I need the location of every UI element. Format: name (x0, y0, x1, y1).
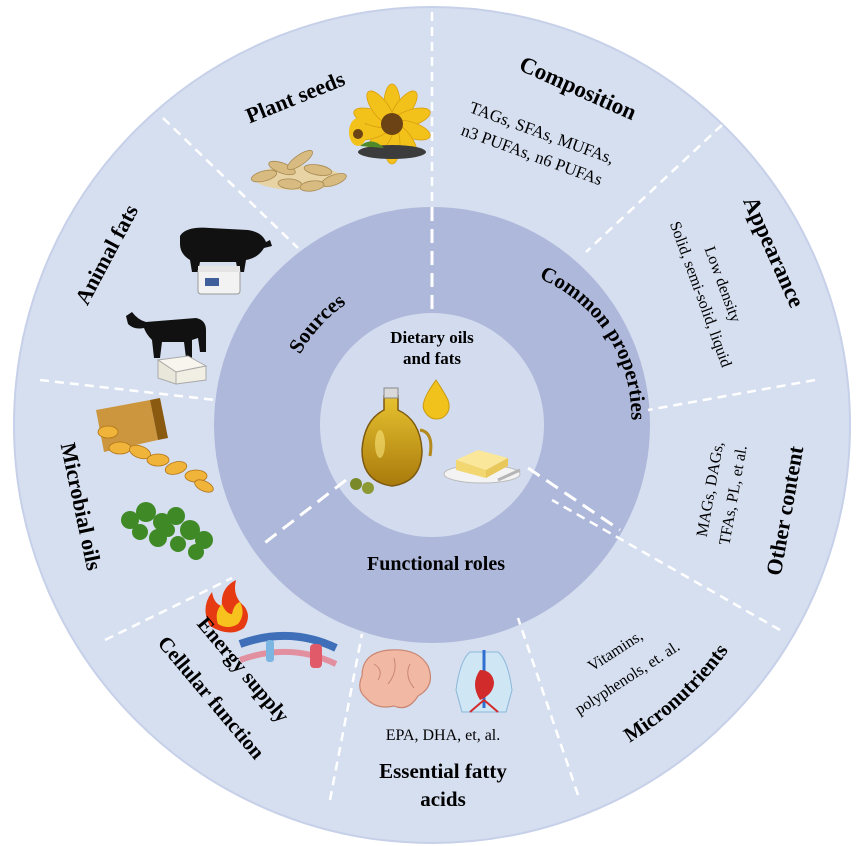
center-title-line1: Dietary oils (390, 328, 474, 347)
capsules-icon (96, 398, 214, 493)
butter-block-icon (156, 355, 208, 385)
center-title-line2: and fats (403, 349, 461, 368)
essential-fatty-acids-detail: EPA, DHA, et, al. (386, 727, 501, 744)
membrane-icon (238, 631, 338, 668)
outer-dividers (39, 12, 816, 801)
pig-icon (180, 227, 272, 272)
oil-jug-icon (350, 387, 433, 494)
sunflower-icon (349, 83, 431, 165)
seeds-icon (250, 150, 347, 192)
fire-icon (205, 580, 248, 633)
essential-fatty-acids-title-line1: Essential fatty (379, 759, 507, 783)
functional-roles-label: Functional roles (367, 553, 505, 575)
cow-icon (126, 312, 206, 358)
lard-icon (197, 266, 241, 295)
butter-plate-icon (443, 450, 521, 484)
oil-drop-icon (422, 379, 450, 420)
heart-vessels-icon (455, 650, 513, 713)
brain-icon (359, 649, 431, 709)
inner-dividers (261, 207, 621, 547)
essential-fatty-acids-title-line2: acids (420, 787, 466, 811)
algae-icon (121, 502, 213, 560)
